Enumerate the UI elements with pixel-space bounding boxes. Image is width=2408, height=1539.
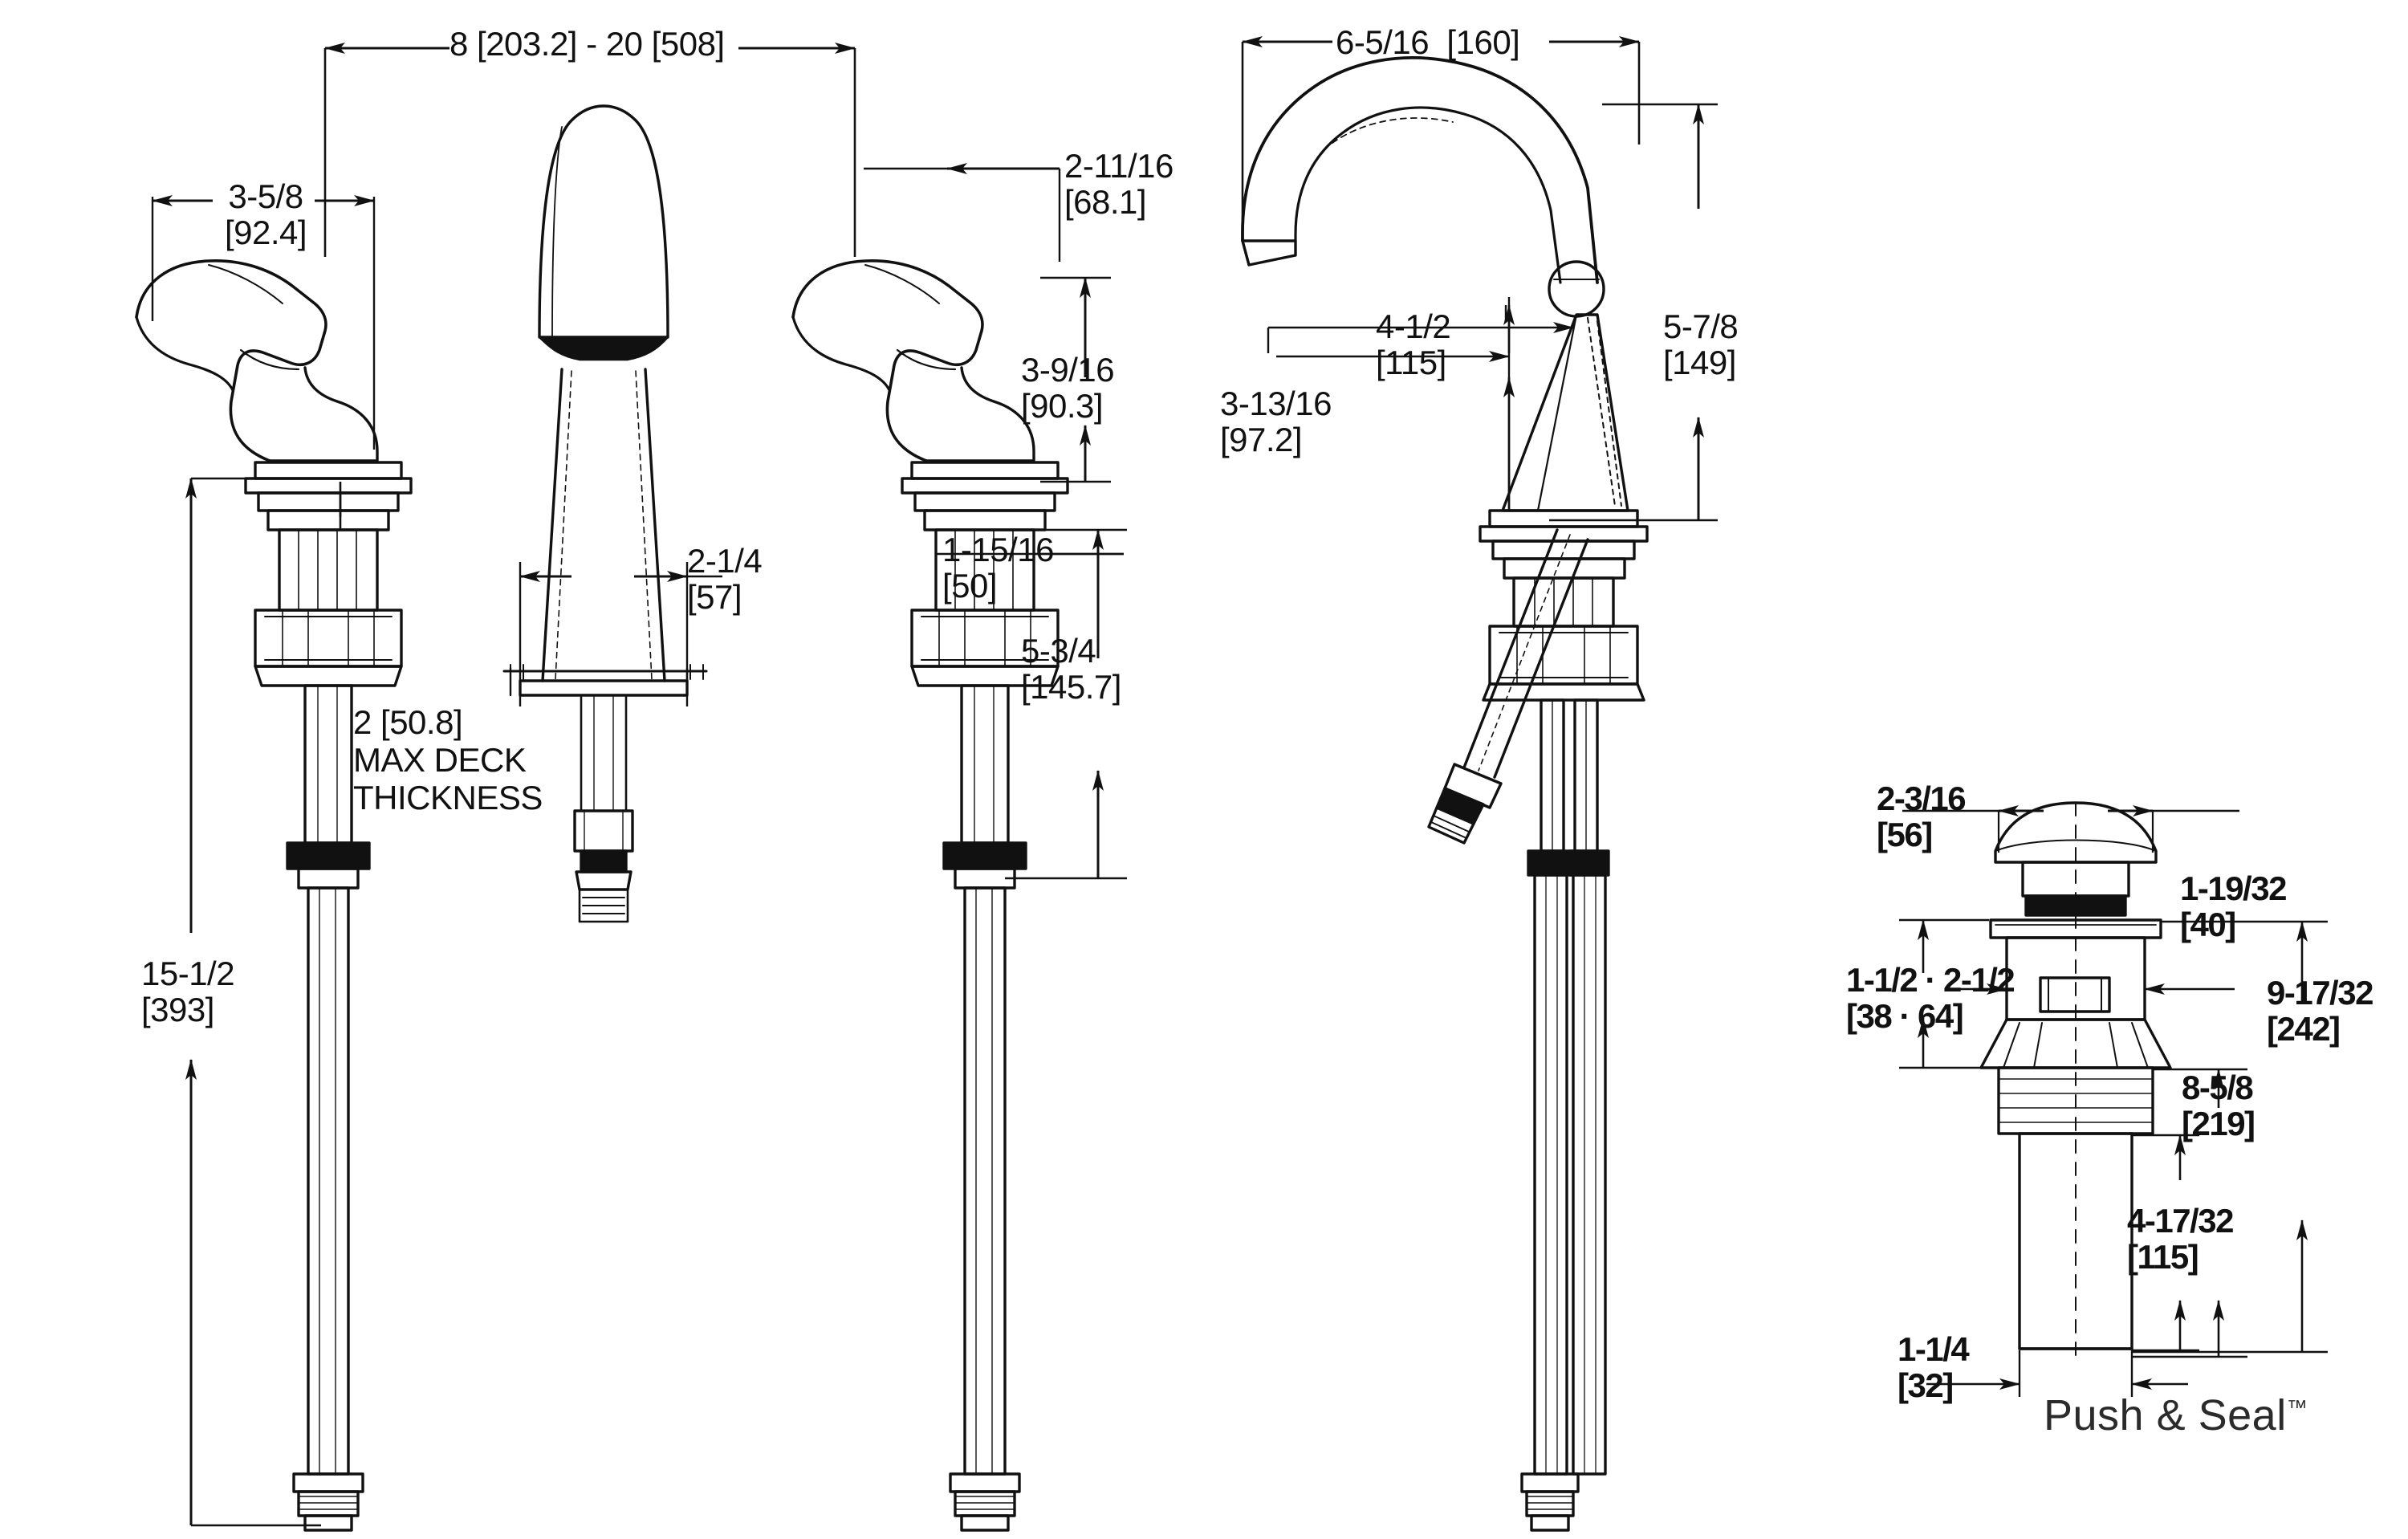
dimension-label-drain-overall-length: 9-17/32 [242] — [2267, 974, 2373, 1048]
dimension-label-spout-base-width: 2-1/4 [57] — [687, 542, 763, 617]
dimension-label-tailpiece-diameter: 1-1/4 [32] — [1898, 1330, 1970, 1405]
dimension-label-spread-range: 8 [203.2] - 20 [508] — [449, 25, 725, 63]
dimension-label-handle-width: 3-5/8 [92.4] — [224, 177, 307, 252]
dimension-label-deck-thickness-range: 1-1/2 · 2-1/2 [38 · 64] — [1846, 961, 2015, 1036]
dimension-label-spout-height: 5-7/8 [149] — [1663, 307, 1739, 382]
dimension-label-flange-body-width: 1-19/32 [40] — [2180, 869, 2287, 944]
dimension-label-base-to-outlet: 3-13/16 [97.2] — [1220, 385, 1332, 459]
note-max-deck-thickness: 2 [50.8] MAX DECK THICKNESS — [353, 703, 543, 817]
dimension-label-handle-height-above-deck: 2-11/16 [68.1] — [1064, 147, 1173, 222]
dimension-label-body-to-tailpiece-end: 8-5/8 [219] — [2182, 1069, 2255, 1143]
dimension-label-handle-to-deck: 3-9/16 [90.3] — [1021, 351, 1115, 425]
dimension-label-spout-projection: 4-1/2 [115] — [1376, 307, 1451, 382]
dimension-label-stopper-cap-diameter: 2-3/16 [56] — [1877, 780, 1967, 854]
dimension-label-shank-diameter: 1-15/16 [50] — [942, 531, 1054, 605]
dimension-label-shank-below-deck: 5-3/4 [145.7] — [1021, 632, 1121, 706]
brand-name: Push & Seal — [2044, 1391, 2287, 1439]
dimension-label-spout-reach: 6-5/16 [160] — [1336, 23, 1520, 61]
trademark-symbol: ™ — [2286, 1395, 2308, 1419]
dimension-label-supply-length: 15-1/2 [393] — [141, 955, 235, 1029]
push-and-seal-brand-label: Push & Seal™ — [2044, 1390, 2308, 1440]
dimension-label-tailpiece-length: 4-17/32 [115] — [2127, 1202, 2234, 1276]
